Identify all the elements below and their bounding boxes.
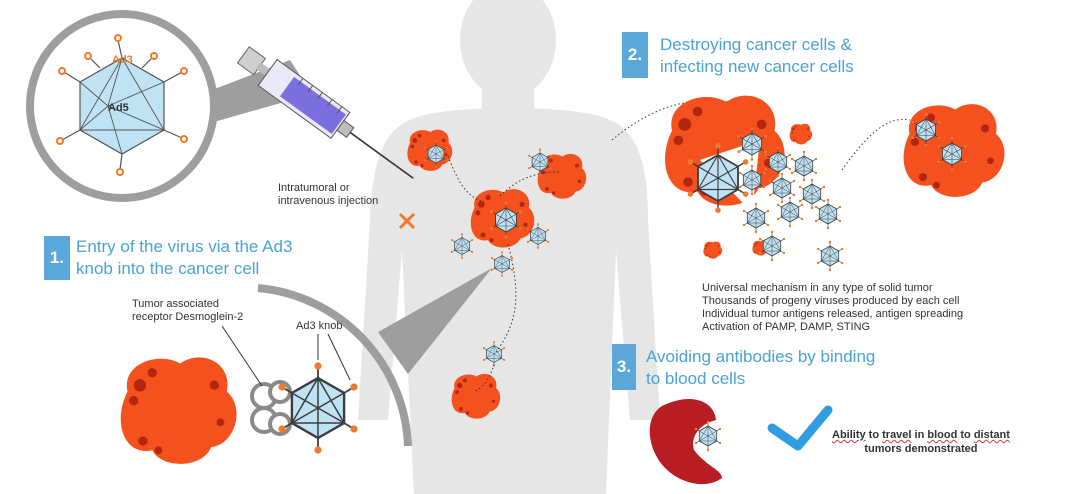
step-3-badge: 3. — [612, 344, 636, 390]
red-blood-cell-icon — [649, 398, 722, 485]
step-2-badge: 2. — [622, 32, 648, 78]
mechanism-list: Universal mechanism in any type of solid… — [702, 282, 963, 334]
list-item: Thousands of progeny viruses produced by… — [702, 295, 960, 307]
body-silhouette — [358, 0, 660, 494]
syringe-icon — [236, 46, 414, 179]
zoom-arc — [257, 284, 412, 447]
ad3-virus-large — [276, 360, 360, 456]
desmoglein-receptor — [250, 380, 292, 436]
cancer-cell-large — [120, 357, 237, 464]
injection-site-mark — [398, 212, 416, 230]
knob-pointers — [221, 325, 351, 387]
injection-label: Intratumoral or intravenous injection — [278, 182, 379, 207]
list-item: Activation of PAMP, DAMP, STING — [702, 321, 871, 333]
ad5-label: Ad5 — [108, 102, 129, 114]
step-1-badge: 1. — [44, 236, 70, 280]
list-item: Individual tumor antigens released, anti… — [702, 308, 964, 320]
step-2-title: Destroying cancer cells &infecting new c… — [660, 35, 854, 76]
ad3-label: Ad3 — [112, 54, 133, 66]
ability-statement: Ability to travel in blood to distant tu… — [832, 429, 1010, 455]
ad3-knob-label: Ad3 knob — [296, 320, 343, 332]
list-item: Universal mechanism in any type of solid… — [702, 282, 933, 294]
check-icon — [767, 405, 833, 451]
ad5-capsid-icon — [56, 34, 188, 176]
